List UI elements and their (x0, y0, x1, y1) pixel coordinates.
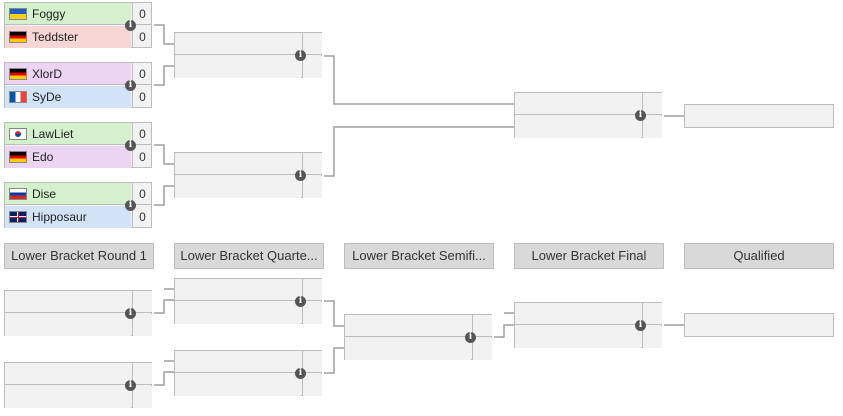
info-icon[interactable]: i (125, 140, 136, 151)
info-icon[interactable]: i (125, 20, 136, 31)
player-row[interactable] (345, 338, 471, 360)
player-score (302, 176, 322, 198)
header-qualified: Qualified (684, 243, 834, 269)
player-row[interactable]: Foggy (5, 3, 131, 25)
player-score: 0 (132, 146, 152, 168)
info-icon[interactable]: i (125, 80, 136, 91)
lower-r1-match-2[interactable] (4, 362, 152, 408)
header-lower-quarterfinal: Lower Bracket Quarte... (174, 243, 324, 269)
player-score: 0 (132, 123, 152, 145)
player-score (642, 303, 662, 325)
player-row[interactable] (515, 303, 641, 325)
player-name: Edo (32, 150, 54, 164)
lower-final-match[interactable] (514, 302, 662, 348)
upper-final-match[interactable] (514, 92, 662, 138)
player-row[interactable] (515, 93, 641, 115)
player-row[interactable]: Edo (5, 146, 131, 168)
player-row[interactable] (175, 279, 301, 301)
lower-qf-match-2[interactable] (174, 350, 322, 396)
header-lower-round-1: Lower Bracket Round 1 (4, 243, 154, 269)
player-row[interactable] (515, 116, 641, 138)
player-row[interactable]: Hipposaur (5, 206, 131, 228)
info-icon[interactable]: i (125, 200, 136, 211)
player-score (132, 386, 152, 408)
info-icon[interactable]: i (295, 50, 306, 61)
player-name: SyDe (32, 90, 62, 104)
player-score (132, 363, 152, 385)
player-score (642, 93, 662, 115)
player-score (302, 351, 322, 373)
player-name: Foggy (32, 7, 66, 21)
player-score (132, 291, 152, 313)
player-row[interactable] (175, 153, 301, 175)
player-score: 0 (132, 86, 152, 108)
qualified-slot[interactable] (684, 313, 834, 337)
player-row[interactable] (175, 33, 301, 55)
upper-winner-slot[interactable] (684, 104, 834, 128)
player-score (132, 314, 152, 336)
player-row[interactable]: Dise (5, 183, 131, 205)
flag-ru-icon (9, 188, 27, 200)
player-row[interactable] (345, 315, 471, 337)
player-score (302, 153, 322, 175)
player-score (302, 374, 322, 396)
info-icon[interactable]: i (635, 110, 646, 121)
player-name: Dise (32, 187, 57, 201)
info-icon[interactable]: i (125, 308, 136, 319)
player-name: XlorD (32, 67, 63, 81)
player-row[interactable] (5, 314, 131, 336)
player-row[interactable]: Teddster (5, 26, 131, 48)
player-name: Hipposaur (32, 210, 87, 224)
player-score: 0 (132, 3, 152, 25)
info-icon[interactable]: i (125, 380, 136, 391)
player-row[interactable] (175, 176, 301, 198)
player-score (472, 338, 492, 360)
player-row[interactable]: LawLiet (5, 123, 131, 145)
player-score: 0 (132, 206, 152, 228)
player-row[interactable] (175, 56, 301, 78)
player-row[interactable] (5, 363, 131, 385)
player-row[interactable] (5, 386, 131, 408)
flag-fr-icon (9, 91, 27, 103)
flag-gb-icon (9, 211, 27, 223)
player-row[interactable]: SyDe (5, 86, 131, 108)
player-score (472, 315, 492, 337)
player-score (302, 33, 322, 55)
player-score (642, 326, 662, 348)
flag-de-icon (9, 151, 27, 163)
player-score (302, 302, 322, 324)
player-score (642, 116, 662, 138)
flag-kr-icon (9, 128, 27, 140)
lower-r1-match-1[interactable] (4, 290, 152, 336)
lower-qf-match-1[interactable] (174, 278, 322, 324)
player-score (302, 56, 322, 78)
header-lower-final: Lower Bracket Final (514, 243, 664, 269)
info-icon[interactable]: i (635, 320, 646, 331)
player-row[interactable]: XlorD (5, 63, 131, 85)
player-score: 0 (132, 183, 152, 205)
player-score: 0 (132, 26, 152, 48)
player-score (302, 279, 322, 301)
player-row[interactable] (175, 374, 301, 396)
player-name: Teddster (32, 30, 79, 44)
header-lower-semifinal: Lower Bracket Semifi... (344, 243, 494, 269)
upper-r1-match-4[interactable]: Dise 0 Hipposaur 0 (4, 182, 152, 228)
flag-de-icon (9, 68, 27, 80)
lower-sf-match[interactable] (344, 314, 492, 360)
upper-r1-match-1[interactable]: Foggy 0 Teddster 0 (4, 2, 152, 48)
player-row[interactable] (175, 302, 301, 324)
info-icon[interactable]: i (465, 332, 476, 343)
player-row[interactable] (175, 351, 301, 373)
flag-de-icon (9, 31, 27, 43)
player-row[interactable] (515, 326, 641, 348)
flag-ua-icon (9, 8, 27, 20)
player-row[interactable] (5, 291, 131, 313)
info-icon[interactable]: i (295, 170, 306, 181)
player-score: 0 (132, 63, 152, 85)
player-name: LawLiet (32, 127, 74, 141)
info-icon[interactable]: i (295, 368, 306, 379)
info-icon[interactable]: i (295, 296, 306, 307)
